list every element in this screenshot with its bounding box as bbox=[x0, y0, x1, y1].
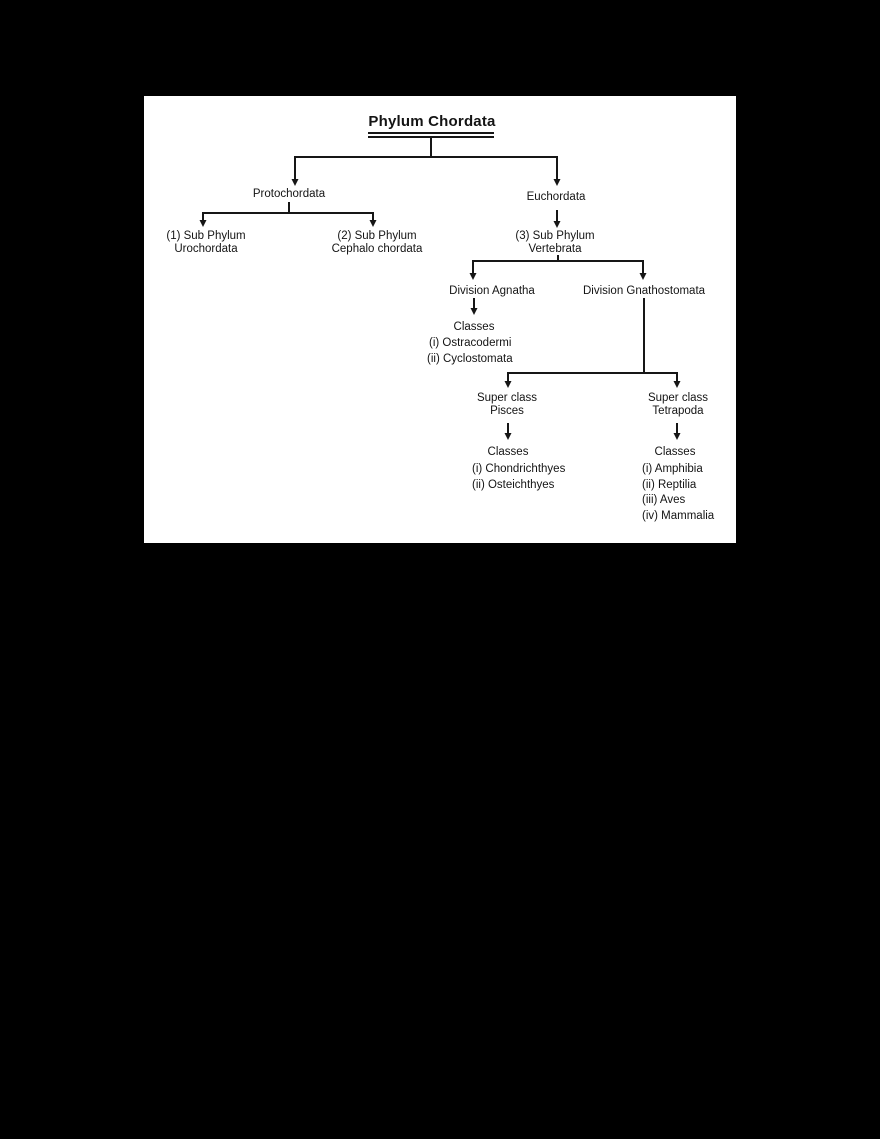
node-line: Super class bbox=[647, 392, 709, 404]
tetrapoda-class-item: (i) Amphibia bbox=[642, 463, 703, 475]
title-double-underline bbox=[368, 132, 494, 138]
node-line: Vertebrata bbox=[528, 242, 582, 255]
node-line: Super class bbox=[476, 392, 538, 404]
tetrapoda-class-item: (ii) Reptilia bbox=[642, 479, 697, 491]
pisces-class-item: (ii) Osteichthyes bbox=[472, 479, 555, 491]
agnatha-class-item: (ii) Cyclostomata bbox=[427, 353, 513, 365]
node-line: (3) Sub Phylum bbox=[515, 230, 595, 242]
agnatha-classes-heading: Classes bbox=[453, 321, 495, 333]
agnatha-class-item: (i) Ostracodermi bbox=[429, 337, 512, 349]
node-line: Urochordata bbox=[174, 242, 238, 255]
tetrapoda-classes-heading: Classes bbox=[654, 446, 696, 458]
node-line: Cephalo chordata bbox=[331, 242, 423, 255]
node-protochordata: Protochordata bbox=[252, 188, 326, 200]
root-connector bbox=[291, 138, 561, 186]
node-line: Pisces bbox=[490, 404, 524, 417]
connector-lines bbox=[199, 132, 681, 440]
protochordata-split-connector bbox=[199, 202, 377, 227]
taxonomy-diagram-card: Phylum Chordata Protochordata Euchordata… bbox=[144, 96, 736, 543]
vertebrata-split-connector bbox=[469, 255, 647, 280]
pisces-classes-connector bbox=[504, 423, 512, 440]
node-sub-phylum-urochordata: (1) Sub Phylum Urochordata bbox=[166, 230, 245, 255]
node-sub-phylum-cephalochordata: (2) Sub Phylum Cephalo chordata bbox=[332, 230, 423, 255]
euchordata-connector bbox=[553, 210, 561, 228]
pisces-class-item: (i) Chondrichthyes bbox=[472, 463, 566, 475]
gnathostomata-split-connector bbox=[504, 298, 681, 388]
node-line: (2) Sub Phylum bbox=[337, 230, 417, 242]
agnatha-classes-connector bbox=[470, 298, 478, 315]
node-division-gnathostomata: Division Gnathostomata bbox=[582, 285, 706, 297]
pisces-classes-heading: Classes bbox=[487, 446, 529, 458]
diagram-title: Phylum Chordata bbox=[368, 113, 496, 130]
node-line: Tetrapoda bbox=[652, 404, 704, 417]
node-super-class-tetrapoda: Super class Tetrapoda bbox=[648, 392, 708, 417]
node-super-class-pisces: Super class Pisces bbox=[477, 392, 537, 417]
tetrapoda-classes-connector bbox=[673, 423, 681, 440]
node-sub-phylum-vertebrata: (3) Sub Phylum Vertebrata bbox=[515, 230, 594, 255]
node-line: (1) Sub Phylum bbox=[166, 230, 246, 242]
tetrapoda-class-item: (iii) Aves bbox=[642, 494, 686, 506]
tetrapoda-class-item: (iv) Mammalia bbox=[642, 510, 715, 522]
node-division-agnatha: Division Agnatha bbox=[449, 285, 535, 297]
node-euchordata: Euchordata bbox=[526, 191, 586, 203]
